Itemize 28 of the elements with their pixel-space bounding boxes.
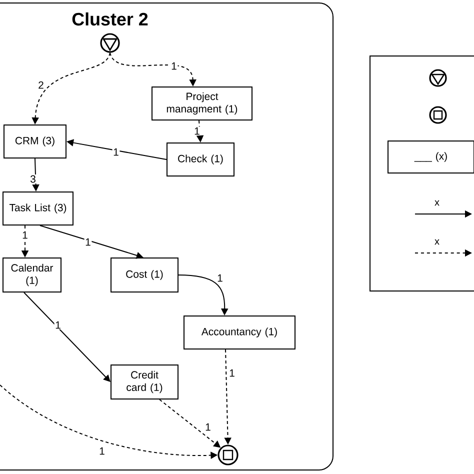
process-box: Credit card (1) xyxy=(110,364,178,400)
edge-label: 3 xyxy=(29,174,37,184)
arrow xyxy=(24,292,110,382)
legend-label: x xyxy=(434,239,440,245)
process-box: CRM (3) xyxy=(4,124,66,158)
edge-label: 1 xyxy=(112,148,120,156)
edge-label: 1 xyxy=(84,238,92,246)
edge-label: 1 xyxy=(228,368,236,378)
cluster-title: Cluster 2 xyxy=(72,12,148,26)
process-box: ___ (x) xyxy=(388,140,474,174)
legend-label: x xyxy=(434,200,440,206)
process-box: Project managment (1) xyxy=(152,86,252,120)
edge-label: 1 xyxy=(193,126,201,136)
edge-label: 1 xyxy=(21,230,29,240)
edge-label: 1 xyxy=(204,422,212,432)
edge-label: 1 xyxy=(216,274,224,282)
process-box: Cost (1) xyxy=(110,258,178,292)
edge-label: 2 xyxy=(37,80,45,90)
end-symbol xyxy=(218,444,238,466)
start-symbol xyxy=(100,33,120,53)
process-box: Accountancy (1) xyxy=(184,316,296,350)
process-box: Check (1) xyxy=(166,142,234,176)
process-box: Task List (3) xyxy=(2,192,74,226)
edge-label: 1 xyxy=(170,62,178,70)
process-box: Calendar (1) xyxy=(2,258,62,292)
legend-frame xyxy=(370,56,474,292)
edge-label: 1 xyxy=(98,446,106,456)
edge-label: 1 xyxy=(54,320,62,330)
